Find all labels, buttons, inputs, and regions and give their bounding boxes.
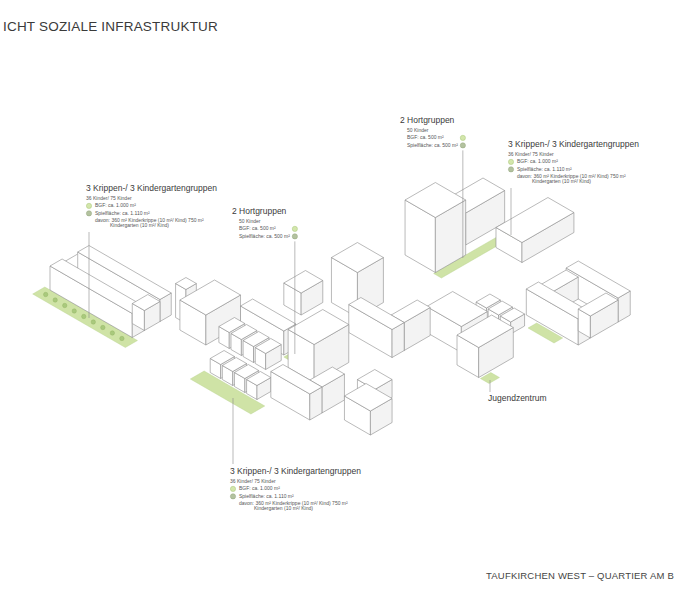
building-face: [578, 293, 618, 316]
building-block: [526, 282, 590, 345]
annotation-text: davon: 360 m² Kinderkrippe (10 m²/ Kind)…: [239, 501, 362, 513]
marker-dot: [230, 486, 235, 491]
tree-dot: [82, 314, 86, 318]
page-caption: TAUFKIRCHEN WEST – QUARTIER AM B: [486, 571, 674, 582]
leader-line: [490, 380, 491, 392]
building-block: [344, 384, 392, 436]
leader-line: [233, 398, 234, 464]
annotation-text: 50 Kinder: [407, 128, 428, 134]
annotation-text: 36 Kinder/ 75 Kinder: [86, 196, 132, 202]
annotation-text: BGF: ca. 1.000 m²: [517, 159, 558, 165]
building-face: [500, 308, 524, 322]
annotation-text: davon: 360 m² Kinderkrippe (10 m²/ Kind)…: [95, 218, 218, 230]
tree-dot: [110, 331, 114, 335]
annotation-text: 3 Krippen-/ 3 Kindergartengruppen: [86, 184, 217, 194]
annotation-text: 3 Krippen-/ 3 Kindergartengruppen: [230, 467, 361, 477]
building-face: [288, 310, 349, 345]
building-face: [180, 280, 241, 315]
annotation-text: Spielfläche: ca. 1.110 m²: [95, 211, 150, 217]
building-face: [255, 339, 281, 354]
marker-dot: [86, 203, 91, 208]
building-block: [50, 259, 144, 338]
tree-dot: [63, 303, 67, 307]
tree-dot: [72, 309, 76, 313]
marker-dot: [460, 135, 465, 140]
building-block: [578, 293, 618, 338]
annotation-text: BGF: ca. 1.000 m²: [239, 486, 280, 492]
tree-dot: [53, 298, 57, 302]
building-face: [496, 198, 574, 243]
marker-dot: [292, 234, 297, 239]
building-face: [349, 298, 404, 330]
annotation-text: 2 Hortgruppen: [400, 116, 454, 126]
annotation-text: davon: 360 m² Kinderkrippe (10 m²/ Kind)…: [517, 174, 640, 186]
tree-dot: [101, 325, 105, 329]
building-block: [457, 315, 513, 378]
building-face: [405, 183, 466, 218]
annotation-text: Spielfläche: ca. 500 m²: [239, 234, 290, 240]
building-face: [50, 259, 144, 314]
marker-dot: [460, 143, 465, 148]
marker-dot: [508, 159, 513, 164]
annotation-text: 50 Kinder: [239, 219, 260, 225]
building-face: [331, 243, 383, 273]
building-block: [271, 365, 322, 421]
building-face: [344, 384, 392, 412]
building-block: [349, 298, 404, 358]
marker-dot: [292, 226, 297, 231]
tree-dot: [120, 336, 124, 340]
leader-line: [462, 150, 463, 258]
tree-dot: [91, 320, 95, 324]
marker-dot: [86, 211, 91, 216]
annotation-text: 2 Hortgruppen: [232, 207, 286, 217]
annotation-text: BGF: ca. 500 m²: [239, 226, 276, 232]
building-face: [247, 372, 271, 386]
annotation-text: Spielfläche: ca. 1.110 m²: [239, 494, 294, 500]
building-block: [255, 339, 281, 370]
annotation-text: 36 Kinder/ 75 Kinder: [230, 479, 276, 485]
building-face: [176, 278, 197, 290]
building-face: [132, 295, 160, 311]
marker-dot: [508, 167, 513, 172]
building-face: [427, 292, 488, 327]
leader-line: [294, 241, 295, 354]
building-block: [132, 295, 160, 331]
building-face: [271, 365, 322, 395]
building-face: [457, 315, 513, 348]
building-block: [284, 271, 323, 316]
building-block: [247, 372, 271, 400]
page-title: ICHT SOZIALE INFRASTRUKTUR: [3, 19, 218, 35]
building-block: [496, 198, 574, 263]
annotation-text: 3 Krippen-/ 3 Kindergartengruppen: [508, 140, 639, 150]
marker-dot: [230, 494, 235, 499]
building-block: [405, 183, 466, 273]
annotation-text: 36 Kinder/ 75 Kinder: [508, 152, 554, 158]
annotation-text: Jugendzentrum: [488, 394, 547, 404]
annotation-text: Spielfläche: ca. 1.110 m²: [517, 167, 572, 173]
leader-line: [511, 188, 512, 235]
building-face: [284, 271, 323, 294]
tree-dot: [43, 292, 47, 296]
annotation-text: Spielfläche: ca. 500 m²: [407, 143, 458, 149]
annotation-text: BGF: ca. 1.000 m²: [95, 203, 136, 209]
annotation-text: BGF: ca. 500 m²: [407, 135, 444, 141]
leader-line: [89, 232, 90, 318]
